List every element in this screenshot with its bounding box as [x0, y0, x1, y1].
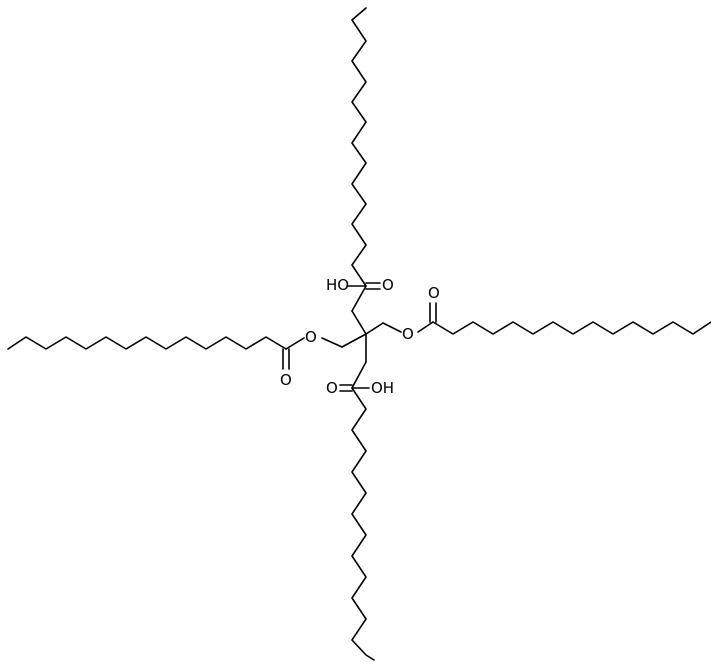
top-acid-carbonyl-oxygen-label: O [382, 276, 394, 294]
top-acid-ch2-bond-2 [351, 310, 367, 335]
left-o-c-bond [285, 337, 305, 350]
top-acid-ch2-bond-1 [351, 285, 367, 312]
bottom-alkyl-chain [351, 387, 375, 661]
right-ester-carbonyl-oxygen-label: O [428, 284, 440, 302]
bottom-acid-carbonyl-oxygen-label: O [326, 379, 338, 397]
right-ch2-o-bond [382, 322, 402, 333]
left-alkyl-chain [7, 336, 287, 350]
left-ch2-o-bond [321, 337, 343, 348]
right-ch2-bond [365, 322, 384, 335]
top-alkyl-chain [351, 7, 367, 287]
right-alkyl-chain [432, 321, 711, 335]
top-acid-hydroxyl-label: HO [326, 276, 349, 294]
right-o-c-bond [417, 321, 434, 333]
left-ch2-bond [341, 333, 367, 348]
bottom-acid-hydroxyl-label: OH [371, 379, 394, 397]
left-ester-carbonyl-oxygen-label: O [280, 371, 292, 389]
right-ester-oxygen-label: O [402, 325, 414, 343]
bottom-ch2-bond-2 [351, 361, 367, 389]
left-ester-oxygen-label: O [305, 328, 317, 346]
